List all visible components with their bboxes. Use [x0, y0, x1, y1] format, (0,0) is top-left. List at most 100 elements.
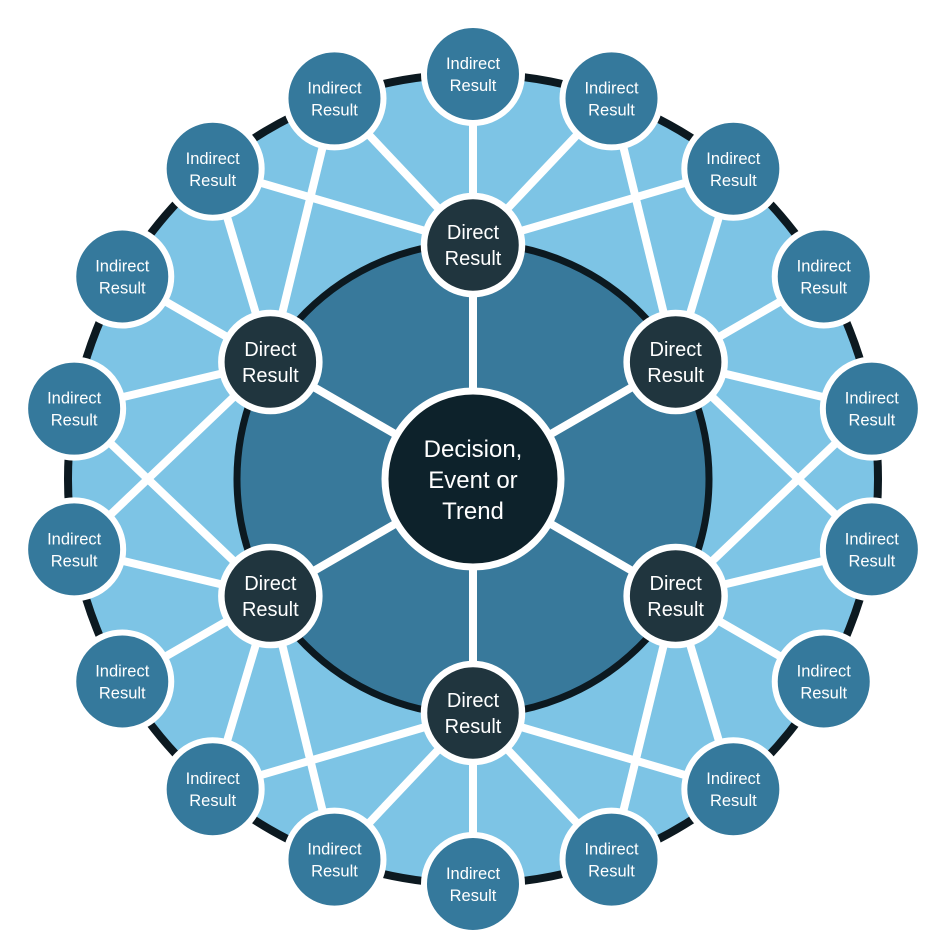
direct-node-label-line: Result [647, 599, 704, 621]
indirect-node-circle [282, 46, 387, 151]
indirect-node-label-line: Result [311, 863, 358, 881]
indirect-node-label-line: Indirect [845, 390, 900, 408]
indirect-node-circle [681, 116, 786, 221]
indirect-node-label-line: Indirect [47, 530, 102, 548]
direct-node-label-line: Direct [244, 339, 297, 361]
indirect-node-label-line: Result [99, 685, 146, 703]
direct-node-label-line: Direct [650, 573, 703, 595]
indirect-node-label-line: Result [588, 101, 635, 119]
indirect-node-label-line: Result [848, 412, 895, 430]
indirect-node-label-line: Result [450, 77, 497, 95]
indirect-node-circle [160, 737, 265, 842]
direct-node-label-line: Direct [244, 573, 297, 595]
indirect-node-label-line: Result [311, 101, 358, 119]
indirect-node-circle [559, 807, 664, 912]
indirect-node-label-line: Indirect [307, 841, 362, 859]
indirect-node-circle [681, 737, 786, 842]
indirect-node-label-line: Indirect [307, 79, 362, 97]
indirect-node-label-line: Indirect [186, 150, 241, 168]
center-node-label-line: Trend [442, 498, 504, 525]
indirect-node-label-line: Indirect [446, 55, 501, 73]
indirect-node-label-line: Indirect [446, 865, 501, 883]
indirect-node-label-line: Result [189, 172, 236, 190]
indirect-node-label-line: Indirect [706, 770, 761, 788]
indirect-node-label-line: Indirect [845, 530, 900, 548]
direct-node-label-line: Direct [650, 339, 703, 361]
indirect-node-label-line: Result [710, 792, 757, 810]
indirect-node-label-line: Indirect [95, 663, 150, 681]
indirect-node-label-line: Result [800, 685, 847, 703]
indirect-node-circle [70, 629, 175, 734]
indirect-node-label-line: Result [450, 887, 497, 905]
indirect-node-circle [22, 356, 127, 461]
indirect-node-circle [160, 116, 265, 221]
indirect-node-circle [22, 497, 127, 602]
indirect-node-circle [771, 629, 876, 734]
indirect-node-label-line: Indirect [584, 79, 639, 97]
indirect-node-label-line: Result [710, 172, 757, 190]
indirect-node-circle [421, 22, 525, 126]
indirect-node-label-line: Result [189, 792, 236, 810]
indirect-node-label-line: Indirect [186, 770, 241, 788]
indirect-node-label-line: Indirect [95, 258, 150, 276]
direct-node-circle [420, 192, 526, 298]
indirect-node-label-line: Result [99, 280, 146, 298]
direct-node-label-line: Direct [447, 690, 500, 712]
direct-node-circle [420, 660, 526, 766]
indirect-node-circle [559, 46, 664, 151]
direct-node-circle [623, 309, 728, 415]
direct-node-label-line: Result [445, 716, 502, 738]
indirect-node-circle [421, 832, 525, 936]
center-node-circle [381, 387, 565, 571]
direct-node-label-line: Result [647, 365, 704, 387]
indirect-node-label-line: Indirect [47, 390, 102, 408]
direct-node-circle [623, 543, 728, 649]
indirect-node-circle [819, 497, 924, 602]
indirect-node-label-line: Indirect [797, 663, 852, 681]
indirect-node-circle [819, 356, 924, 461]
indirect-node-label-line: Result [800, 280, 847, 298]
indirect-node-label-line: Indirect [706, 150, 761, 168]
indirect-node-circle [70, 224, 175, 329]
direct-node-label-line: Result [242, 365, 299, 387]
indirect-node-circle [771, 224, 876, 329]
